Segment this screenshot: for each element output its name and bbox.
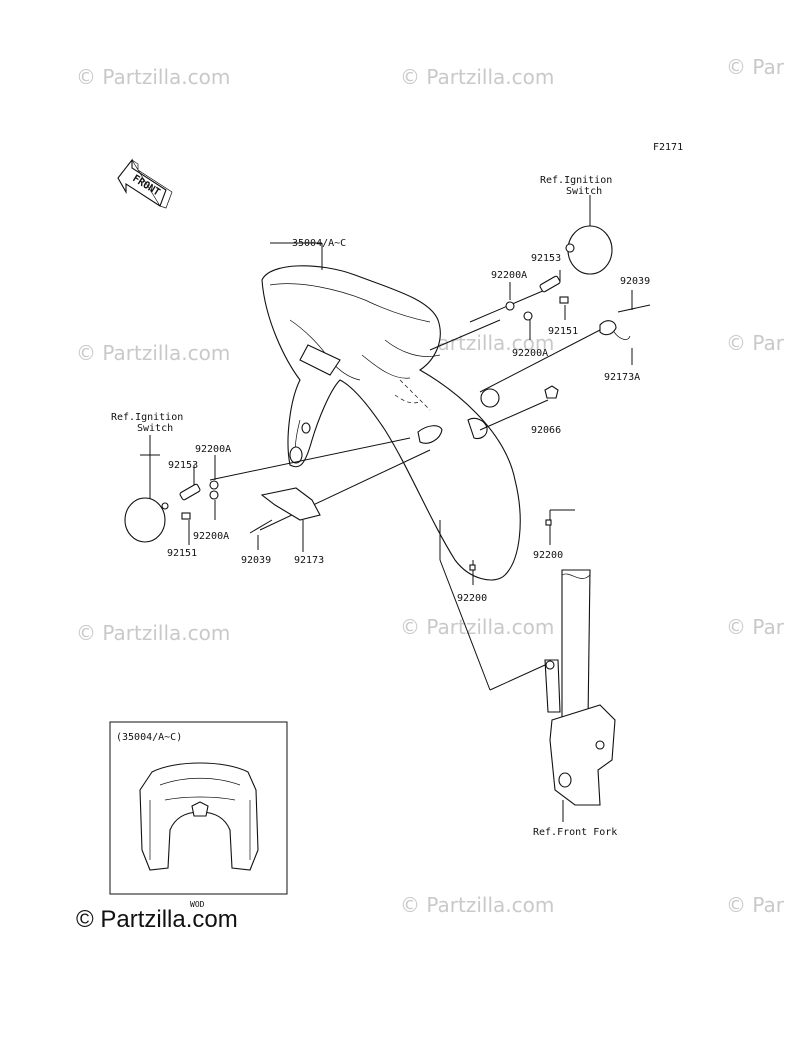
watermark: © Partzilla.com	[400, 615, 554, 639]
inset-label: (35004/A~C)	[116, 732, 182, 743]
watermark: © Partzilla.com	[76, 341, 230, 365]
part-label: 92173A	[604, 372, 640, 383]
diagram-code: F2171	[653, 142, 683, 153]
part-label: 92200	[533, 550, 563, 561]
collar-92153	[539, 275, 561, 293]
ref-label: Ref.Ignition	[540, 175, 612, 186]
part-labels: 35004/A~C Ref.Ignition Switch 92153 9220…	[111, 175, 650, 838]
watermark: © Partzilla.com	[76, 65, 230, 89]
ref-label: Switch	[137, 423, 173, 434]
part-label: 92200A	[193, 531, 229, 542]
part-label: 92039	[241, 555, 271, 566]
part-label: 92066	[531, 425, 561, 436]
ref-label: Ref.Ignition	[111, 412, 183, 423]
bolt-92151	[559, 296, 569, 304]
washer-92200A	[523, 311, 533, 321]
clamp-92173A	[599, 320, 617, 336]
part-label: 92153	[531, 253, 561, 264]
collar-92153	[179, 483, 201, 501]
screw-92039	[249, 519, 273, 534]
part-label: 92200A	[512, 348, 548, 359]
part-label: 92153	[168, 460, 198, 471]
bolt-92200	[545, 519, 552, 526]
watermark: © Partzilla.com	[76, 621, 230, 645]
screw-92039	[617, 304, 651, 313]
watermark: © Par	[726, 55, 785, 79]
front-fender	[261, 265, 521, 581]
part-label: 92200A	[491, 270, 527, 281]
front-arrow-icon: FRONT	[117, 158, 173, 209]
watermark: © Par	[726, 331, 785, 355]
inset-code: WOD	[190, 900, 205, 909]
part-label: 92151	[548, 326, 578, 337]
watermark: © Partzilla.com	[400, 65, 554, 89]
bolt-92151	[181, 512, 191, 520]
washer-92200A	[209, 490, 219, 500]
part-label: 92200	[457, 593, 487, 604]
part-label: 92200A	[195, 444, 231, 455]
part-label: 92039	[620, 276, 650, 287]
partzilla-logo: © Partzilla.com	[76, 906, 238, 933]
bracket-92173	[260, 487, 321, 521]
part-label: 35004/A~C	[292, 238, 346, 249]
ignition-switch-cover	[124, 497, 166, 543]
front-fork	[544, 569, 616, 806]
inset-fender-front-view	[139, 762, 259, 871]
nut-92066	[544, 385, 559, 399]
washer-92200A	[209, 480, 219, 490]
ref-label: Ref.Front Fork	[533, 827, 617, 838]
watermark: © Partzilla.com	[400, 893, 554, 917]
part-label: 92173	[294, 555, 324, 566]
inset-box: (35004/A~C) WOD	[109, 721, 288, 909]
watermark: © Par	[726, 893, 785, 917]
part-label: 92151	[167, 548, 197, 559]
watermark: © Par	[726, 615, 785, 639]
ref-label: Switch	[566, 186, 602, 197]
right-hardware	[469, 225, 651, 571]
left-hardware	[124, 480, 321, 543]
bolt-92200	[469, 564, 476, 571]
ignition-switch-cover	[567, 225, 613, 275]
washer-92200A	[505, 301, 515, 311]
